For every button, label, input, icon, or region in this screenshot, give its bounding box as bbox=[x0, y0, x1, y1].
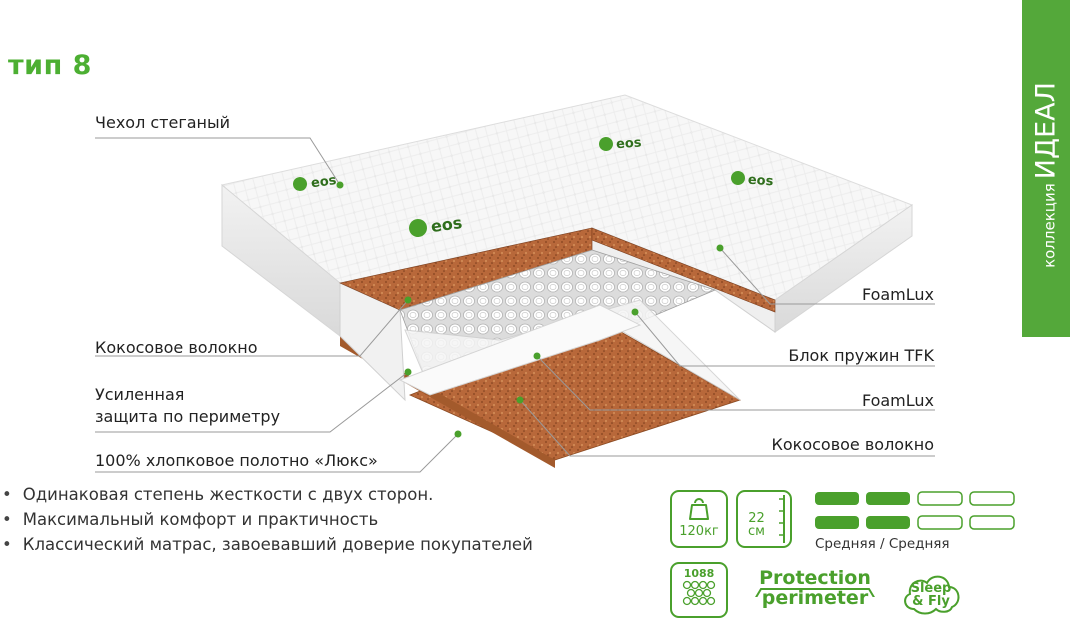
list-item: Максимальный комфорт и практичность bbox=[2, 507, 533, 532]
callout-foam-bottom: FoamLux bbox=[861, 391, 934, 410]
callout-cotton: 100% хлопковое полотно «Люкс» bbox=[95, 451, 378, 470]
firmness-label: Средняя / Средняя bbox=[815, 536, 950, 552]
feature-list: Одинаковая степень жесткости с двух стор… bbox=[2, 482, 533, 557]
height-value: 22 bbox=[748, 511, 765, 526]
page-title: тип 8 bbox=[8, 50, 92, 81]
firmness-side-b bbox=[815, 515, 1015, 530]
callout-perimeter: Усиленная защита по периметру bbox=[95, 384, 280, 428]
height-unit: см bbox=[748, 524, 765, 539]
brand-logos: eos eos eos eos bbox=[293, 136, 774, 237]
springs-icon bbox=[682, 580, 716, 606]
svg-text:eos: eos bbox=[430, 213, 464, 236]
firmness-scale bbox=[815, 491, 1015, 530]
protection-underline bbox=[755, 588, 875, 597]
callout-perimeter-line1: Усиленная bbox=[95, 385, 185, 404]
callout-spring-block: Блок пружин TFK bbox=[788, 346, 934, 365]
callout-coconut-bottom: Кокосовое волокно bbox=[771, 435, 934, 454]
max-load-value: 120кг bbox=[679, 524, 719, 539]
firmness-side-a bbox=[815, 491, 1015, 506]
leader-lines bbox=[95, 137, 935, 473]
protection-line2: perimeter bbox=[761, 587, 869, 609]
leader-dots bbox=[336, 181, 724, 438]
svg-text:eos: eos bbox=[616, 136, 643, 153]
ruler-icon bbox=[779, 495, 785, 543]
callout-coconut-top: Кокосовое волокно bbox=[95, 338, 258, 357]
callout-cover: Чехол стеганый bbox=[95, 113, 231, 132]
callout-foam-top: FoamLux bbox=[861, 285, 934, 304]
sleep-line1: Sleep bbox=[910, 581, 952, 596]
springs-badge: 1088 bbox=[670, 562, 728, 618]
protection-line1: Protection bbox=[759, 567, 871, 589]
list-item: Классический матрас, завоевавший доверие… bbox=[2, 532, 533, 557]
max-load-badge: 120кг bbox=[670, 490, 728, 548]
weight-icon bbox=[689, 498, 709, 520]
list-item: Одинаковая степень жесткости с двух стор… bbox=[2, 482, 533, 507]
svg-text:eos: eos bbox=[310, 173, 338, 191]
svg-text:eos: eos bbox=[747, 173, 774, 190]
sleep-fly-badge: Sleep & Fly bbox=[900, 569, 962, 615]
springs-count: 1088 bbox=[683, 567, 715, 580]
mattress-cutaway bbox=[339, 227, 776, 468]
collection-tab: коллекцияИДЕАЛ bbox=[1022, 0, 1070, 337]
mattress-top bbox=[221, 94, 914, 338]
sleep-line2: & Fly bbox=[912, 594, 950, 609]
protection-perimeter-badge: Protection perimeter bbox=[745, 568, 885, 608]
callout-perimeter-line2: защита по периметру bbox=[95, 407, 281, 426]
cloud-icon bbox=[904, 575, 960, 615]
height-badge: 22 см bbox=[736, 490, 792, 548]
